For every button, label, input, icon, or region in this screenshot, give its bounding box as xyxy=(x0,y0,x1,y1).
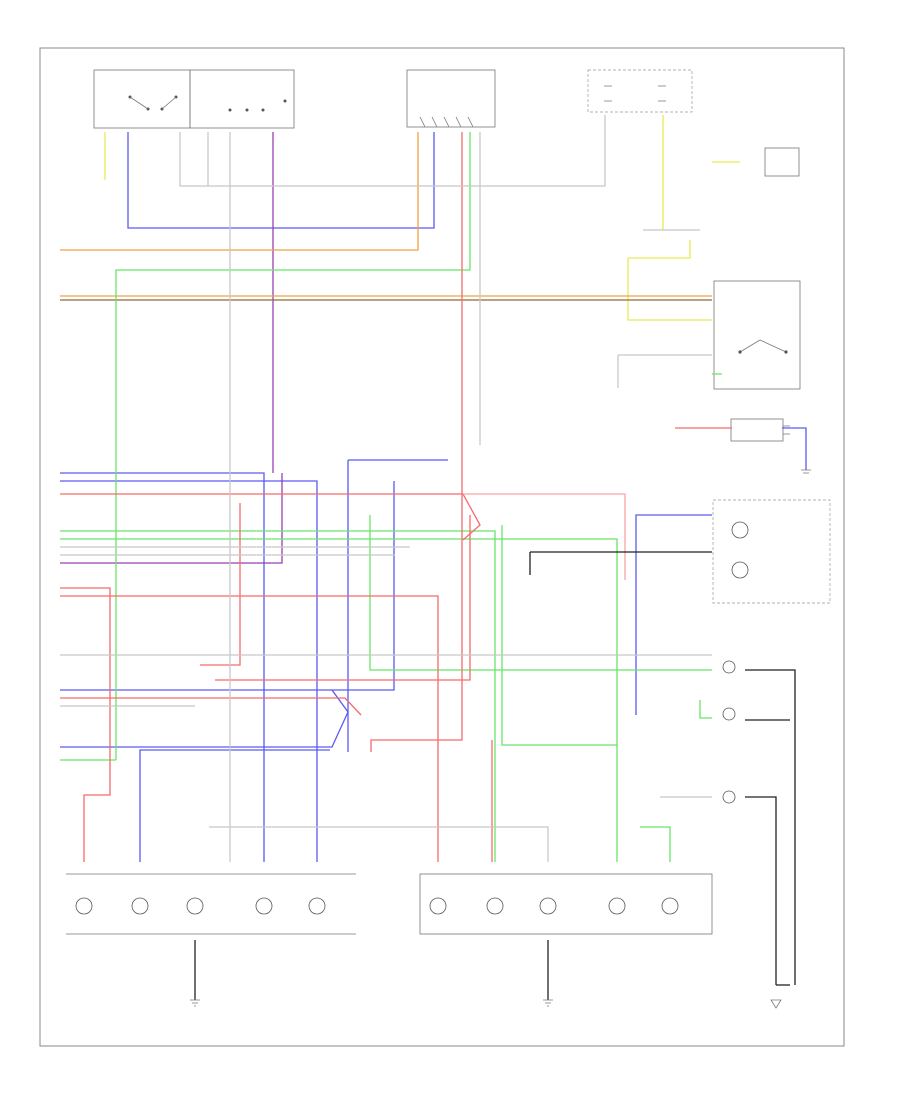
diagram-border xyxy=(39,47,845,1047)
relay-switch-right xyxy=(713,280,801,390)
top-right-fuse-block xyxy=(587,69,693,113)
left-lamp-cluster xyxy=(66,873,356,935)
wire-harness xyxy=(60,115,807,1000)
small-module-right xyxy=(764,147,800,177)
ground-symbols xyxy=(190,469,811,1009)
top-left-switch-assembly xyxy=(93,69,295,129)
right-lamp-cluster xyxy=(419,873,713,935)
top-center-relay-module xyxy=(406,69,496,128)
turn-lamp-block-right xyxy=(712,499,831,604)
side-indicator-bulbs xyxy=(722,660,736,804)
battery xyxy=(730,418,790,442)
